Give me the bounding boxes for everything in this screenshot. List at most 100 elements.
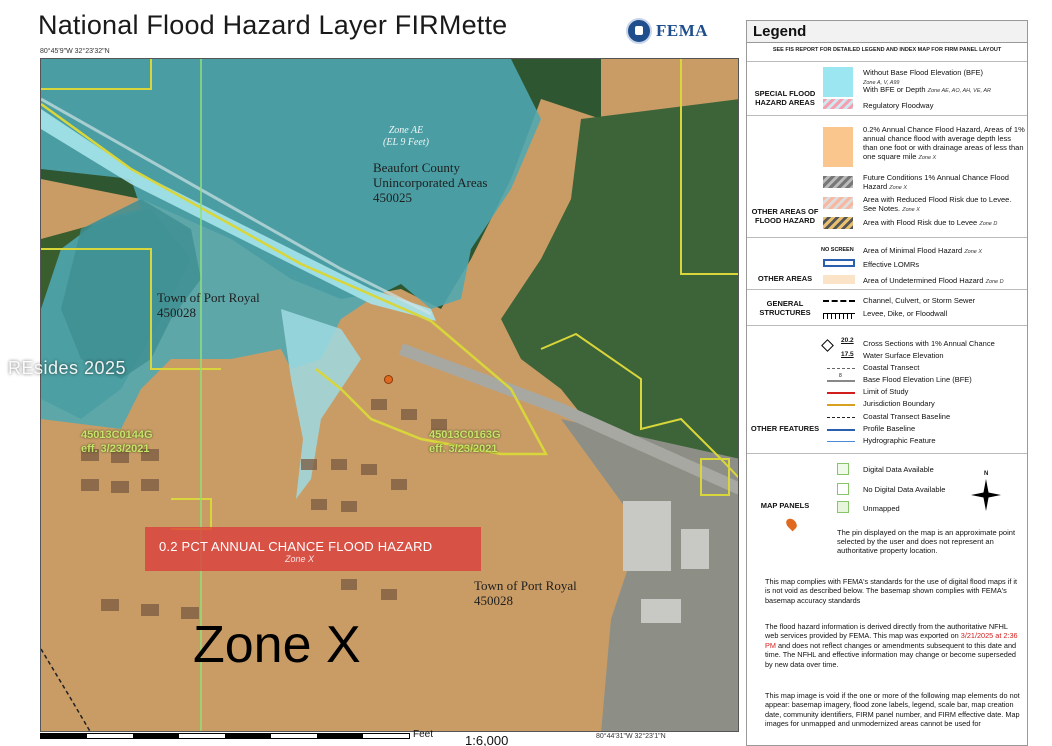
scale-unit: Feet: [413, 729, 434, 740]
zone-x-band-label: 0.2 PCT ANNUAL CHANCE FLOOD HAZARD: [159, 539, 433, 554]
floodway-south: [281, 309, 361, 499]
legend-item-minimal: Area of Minimal Flood Hazard Zone X: [863, 246, 983, 255]
road-nw: [41, 97, 432, 316]
panel-number: 45013C0144G: [81, 429, 153, 441]
zone-x-annotation: Zone X: [193, 616, 361, 674]
legend-note: SEE FIS REPORT FOR DETAILED LEGEND AND I…: [772, 47, 1002, 53]
zone-ae-text: Zone AE: [388, 125, 424, 136]
swatch-coastal-transect: [827, 368, 855, 369]
houses: [81, 399, 447, 619]
bfe-line-value: 8: [839, 373, 842, 379]
other-areas-heading: OTHER AREAS: [757, 274, 813, 283]
firm-panel-label-2: 45013C0163G eff. 3/23/2021: [429, 429, 501, 457]
swatch-floodway: [823, 99, 853, 109]
town-name: Town of Port Royal: [474, 578, 577, 593]
commercial-buildings: [623, 501, 709, 623]
cross-section-value: 20.2: [841, 337, 854, 344]
swatch-no-bfe: [823, 67, 853, 87]
legend-item-floodway: Regulatory Floodway: [863, 101, 934, 110]
swatch-levee: [823, 313, 855, 319]
swatch-profile-baseline: [827, 429, 855, 431]
flood-map[interactable]: Zone AE (EL 9 Feet) Beaufort County Unin…: [40, 58, 739, 732]
fema-wordmark: FEMA: [656, 21, 709, 40]
legend-panel: Legend SEE FIS REPORT FOR DETAILED LEGEN…: [746, 20, 1028, 746]
location-pin-icon[interactable]: [384, 375, 393, 384]
swatch-risk-levee: [823, 217, 853, 229]
legend-item-future: Future Conditions 1% Annual Chance Flood…: [863, 173, 1009, 191]
compliance-paragraph: This map complies with FEMA's standards …: [765, 577, 1018, 605]
swatch-lomr: [823, 259, 855, 267]
legend-item-lomr: Effective LOMRs: [863, 260, 920, 269]
developed-area: [561, 419, 738, 731]
county-community-id: 450025: [373, 189, 412, 205]
pin-disclaimer: The pin displayed on the map is an appro…: [837, 528, 1016, 555]
town-label-se: Town of Port Royal 450028: [474, 578, 577, 609]
jurisdiction-boundary-e: [540, 332, 738, 479]
export-paragraph: The flood hazard information is derived …: [765, 622, 1018, 669]
swatch-digital-data: [837, 463, 849, 475]
panel-effective-date: eff. 3/23/2021: [81, 442, 150, 455]
export-date: 3/21/2025 at 2:36 PM: [765, 631, 1018, 650]
coord-top-left: 80°45'9"W 32°23'32"N: [40, 48, 110, 55]
page-title: National Flood Hazard Layer FIRMette: [38, 10, 508, 40]
legend-item-jurisdiction: Jurisdiction Boundary: [863, 399, 935, 408]
legend-item-profile-baseline: Profile Baseline: [863, 424, 916, 433]
legend-item-cross-sections: Cross Sections with 1% Annual Chance: [863, 339, 995, 348]
swatch-channel: [823, 300, 855, 302]
panel-number: 45013C0163G: [429, 429, 501, 441]
tree-canopy-east: [501, 99, 738, 558]
swatch-future-conditions: [823, 176, 853, 188]
legend-item-transect-baseline: Coastal Transect Baseline: [863, 412, 951, 421]
no-screen-label: NO SCREEN: [821, 247, 854, 253]
swatch-transect-baseline: [827, 417, 855, 418]
town-name: Town of Port Royal: [157, 290, 260, 305]
void-paragraph: This map image is void if the one or mor…: [765, 691, 1020, 729]
legend-item-no-digital: No Digital Data Available: [863, 485, 946, 494]
other-features-heading: OTHER FEATURES: [750, 424, 820, 433]
county-name: Beaufort County: [373, 160, 461, 175]
legend-item-wse: Water Surface Elevation: [863, 351, 944, 360]
cross-section-icon: [821, 339, 834, 352]
legend-item-hydrographic: Hydrographic Feature: [863, 436, 936, 445]
map-basemap: [41, 59, 738, 731]
legend-item-coastal-transect: Coastal Transect: [863, 363, 920, 372]
legend-item-limit-of-study: Limit of Study: [863, 387, 909, 396]
pin-legend-icon: [784, 516, 799, 532]
firm-panel-label-1: 45013C0144G eff. 3/23/2021: [81, 429, 153, 457]
zone-ae-area: [41, 59, 541, 429]
legend-item-no-bfe: Without Base Flood Elevation (BFE)Zone A…: [863, 68, 984, 86]
legend-item-risk-levee: Area with Flood Risk due to Levee Zone D: [863, 218, 998, 227]
legend-title: Legend: [747, 21, 1027, 43]
dhs-seal-icon: [626, 18, 652, 44]
fema-logo: FEMA: [626, 18, 708, 44]
legend-item-digital-data: Digital Data Available: [863, 465, 934, 474]
county-area: Unincorporated Areas: [373, 174, 488, 190]
sfha-heading: SPECIAL FLOOD HAZARD AREAS: [754, 89, 816, 108]
town-community-id: 450028: [474, 592, 513, 608]
swatch-unmapped: [837, 501, 849, 513]
zone-x-highlight-band: [145, 527, 481, 571]
legend-item-undetermined: Area of Undetermined Flood Hazard Zone D: [863, 276, 1004, 285]
legend-item-levee: Levee, Dike, or Floodwall: [863, 309, 948, 318]
legend-item-02pct: 0.2% Annual Chance Flood Hazard, Areas o…: [863, 125, 1025, 161]
legend-item-channel: Channel, Culvert, or Storm Sewer: [863, 296, 976, 305]
swatch-limit-of-study: [827, 392, 855, 394]
scale-ratio: 1:6,000: [465, 733, 509, 746]
zone-ae-label: Zone AE (EL 9 Feet): [383, 125, 429, 148]
regulatory-floodway: [41, 109, 436, 321]
zone-ae-elevation: (EL 9 Feet): [383, 136, 429, 148]
north-arrow-icon: [971, 479, 1001, 511]
legend-item-bfe-line: Base Flood Elevation Line (BFE): [863, 375, 972, 384]
general-structures-heading: GENERAL STRUCTURES: [759, 299, 811, 318]
swatch-bfe-line: [827, 380, 855, 382]
county-label: Beaufort County Unincorporated Areas 450…: [373, 160, 488, 206]
zone-x-band-sublabel: Zone X: [285, 554, 315, 564]
swatch-hydrographic: [827, 441, 855, 442]
swatch-reduced-risk-levee: [823, 197, 853, 209]
legend-item-reduced-levee: Area with Reduced Flood Risk due to Leve…: [863, 195, 1012, 213]
swatch-jurisdiction: [827, 404, 855, 406]
swatch-with-bfe: [823, 87, 853, 97]
swatch-undetermined: [823, 275, 855, 284]
wse-value: 17.5: [841, 351, 854, 358]
jurisdiction-boundary: [41, 102, 549, 456]
